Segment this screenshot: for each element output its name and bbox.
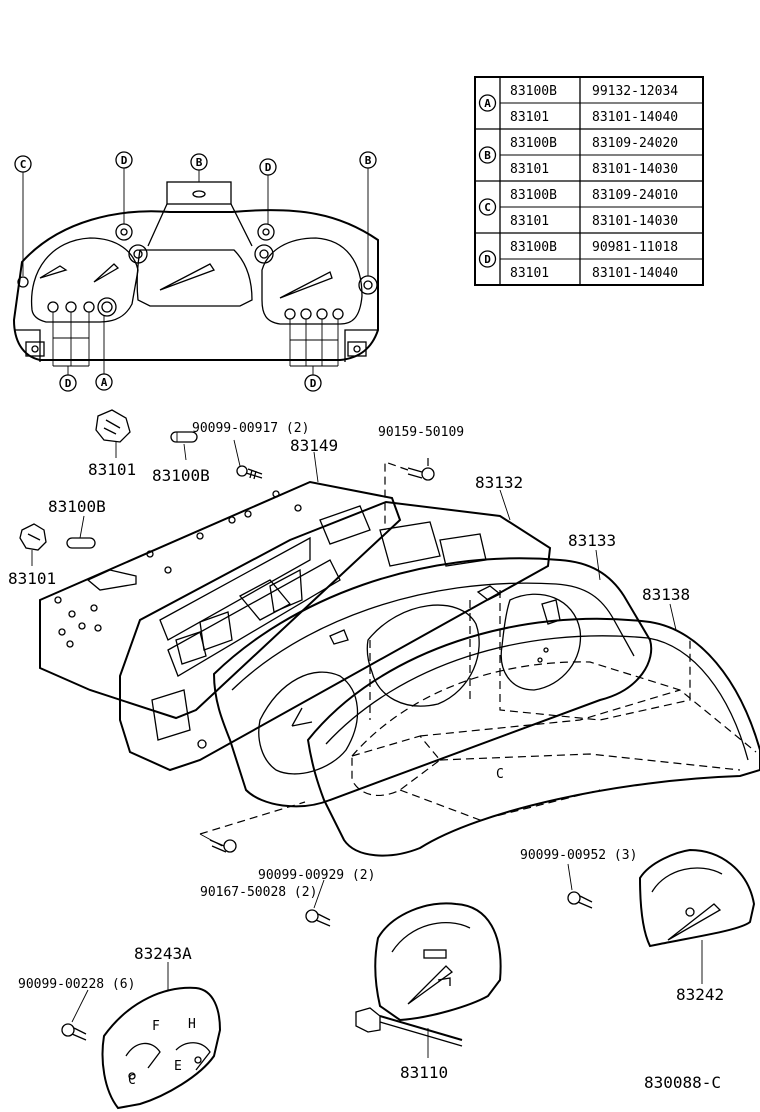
marker-d: D (115, 151, 133, 169)
table-cell-number: 83109-24010 (592, 188, 678, 203)
label-83101-side: 83101 (8, 569, 56, 588)
label-83100b-top: 83100B (152, 466, 210, 485)
marker-b: B (359, 151, 377, 169)
svg-text:D: D (310, 377, 317, 390)
table-cell-number: 83101-14040 (592, 110, 678, 125)
socket-83101-side[interactable] (19, 523, 47, 551)
table-marker-c: C (478, 198, 497, 216)
label-83132: 83132 (475, 473, 523, 492)
label-83243a: 83243A (134, 944, 192, 963)
svg-text:D: D (121, 154, 128, 167)
speedometer-83110[interactable] (355, 902, 502, 1058)
fuel-mark-f: F (152, 1019, 160, 1034)
lens-83138[interactable]: C (306, 590, 760, 857)
svg-text:A: A (484, 97, 491, 110)
fuel-mark-e: E (174, 1059, 182, 1074)
table-cell-number: 90981-11018 (592, 240, 678, 255)
label-90099-00929: 90099-00929 (2) (258, 868, 375, 883)
label-90099-00917: 90099-00917 (2) (192, 421, 309, 436)
table-cell-number: 83101-14030 (592, 214, 678, 229)
svg-text:D: D (65, 377, 72, 390)
temp-mark-c: C (128, 1073, 136, 1088)
bulb-83100b-top[interactable] (170, 431, 198, 443)
marker-d: D (259, 158, 277, 176)
table-cell-part: 83100B (510, 188, 557, 203)
screw-90099-00917[interactable] (236, 465, 263, 480)
svg-text:B: B (484, 149, 491, 162)
label-83138: 83138 (642, 585, 690, 604)
marker-a: A (95, 373, 113, 391)
table-cell-part: 83100B (510, 240, 557, 255)
lens-mark-c: C (496, 767, 504, 782)
table-cell-number: 83109-24020 (592, 136, 678, 151)
socket-83101-top[interactable] (95, 409, 131, 443)
table-marker-a: A (478, 94, 497, 112)
figure-code: 830088-C (644, 1073, 721, 1092)
screw-90099-00228[interactable] (61, 1023, 87, 1041)
svg-text:B: B (196, 156, 203, 169)
label-90159-50109: 90159-50109 (378, 425, 464, 440)
screw-90159-leader (384, 456, 429, 530)
table-cell-part: 83101 (510, 266, 549, 281)
table-cell-part: 83101 (510, 162, 549, 177)
svg-text:D: D (484, 253, 491, 266)
screw-90167-50028[interactable] (209, 839, 237, 853)
table-cell-part: 83100B (510, 84, 557, 99)
svg-text:A: A (101, 376, 108, 389)
label-90099-00952: 90099-00952 (3) (520, 848, 637, 863)
socket-c (17, 276, 29, 288)
cluster-back-view: C D B D B D A D (12, 151, 379, 392)
cluster-housing (12, 209, 379, 361)
label-90167-50028: 90167-50028 (2) (200, 885, 317, 900)
gauge-83242[interactable] (638, 848, 756, 984)
label-leaders (31, 439, 677, 1023)
gauge-83243a[interactable]: F E H C (101, 962, 222, 1110)
svg-text:C: C (20, 158, 27, 171)
label-83100b-side: 83100B (48, 497, 106, 516)
table-cell-number: 83101-14030 (592, 162, 678, 177)
label-83242: 83242 (676, 985, 724, 1004)
screw-90099-00952[interactable] (567, 891, 593, 909)
table-cell-number: 99132-12034 (592, 84, 678, 99)
svg-text:C: C (484, 201, 491, 214)
marker-d: D (59, 374, 77, 392)
screw-90099-00929[interactable] (305, 909, 331, 927)
table-marker-b: B (478, 146, 497, 164)
label-83110: 83110 (400, 1063, 448, 1082)
part-number-table: A B C D 83100B 99132-12034 83101 83101-1… (474, 76, 704, 286)
circuit-plate-83149[interactable] (39, 480, 402, 720)
marker-c: C (14, 155, 32, 173)
svg-text:D: D (265, 161, 272, 174)
label-90099-00228: 90099-00228 (6) (18, 977, 135, 992)
svg-text:B: B (365, 154, 372, 167)
screw-90159-50109[interactable] (407, 467, 435, 481)
label-83149: 83149 (290, 436, 338, 455)
table-marker-d: D (478, 250, 497, 268)
marker-b: B (190, 153, 208, 171)
label-83101-top: 83101 (88, 460, 136, 479)
label-83133: 83133 (568, 531, 616, 550)
table-cell-part: 83100B (510, 136, 557, 151)
housing-83132[interactable] (119, 500, 552, 772)
screw-90167-leader (199, 801, 306, 835)
table-cell-number: 83101-14040 (592, 266, 678, 281)
bulb-83100b-side[interactable] (66, 537, 96, 549)
dial-plate-83133[interactable] (212, 557, 653, 808)
table-cell-part: 83101 (510, 214, 549, 229)
marker-d: D (304, 374, 322, 392)
temp-mark-h: H (188, 1017, 196, 1032)
table-cell-part: 83101 (510, 110, 549, 125)
